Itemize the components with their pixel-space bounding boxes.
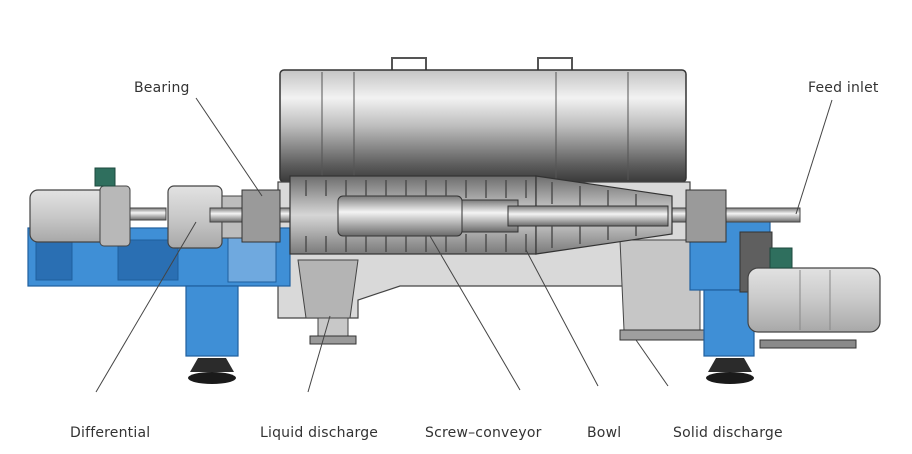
right-motor [747,247,881,333]
differential-label: Differential [70,425,150,441]
solid-discharge-leader-line [635,339,669,387]
liquid-discharge-label: Liquid discharge [260,425,378,441]
bowl-leader-line [525,249,599,387]
screw-conveyor-label: Screw–conveyor [425,425,542,441]
differential-leader-line [95,221,197,393]
screw-conveyor-leader-line [429,235,521,391]
leader-lines [95,97,833,393]
liquid-discharge-leader-line [307,315,331,393]
feed-inlet-leader-line [795,99,833,215]
housing-cover [279,57,687,183]
feed-inlet-label: Feed inlet [808,80,879,96]
bowl-label: Bowl [587,425,621,441]
solid-discharge-label: Solid discharge [673,425,783,441]
screw-conveyor-assembly [305,180,669,252]
left-motor [29,167,167,247]
left-frame [27,227,291,384]
bearing-leader-line [195,97,263,197]
differential-gearbox [167,185,243,249]
bearing-label: Bearing [134,80,190,96]
